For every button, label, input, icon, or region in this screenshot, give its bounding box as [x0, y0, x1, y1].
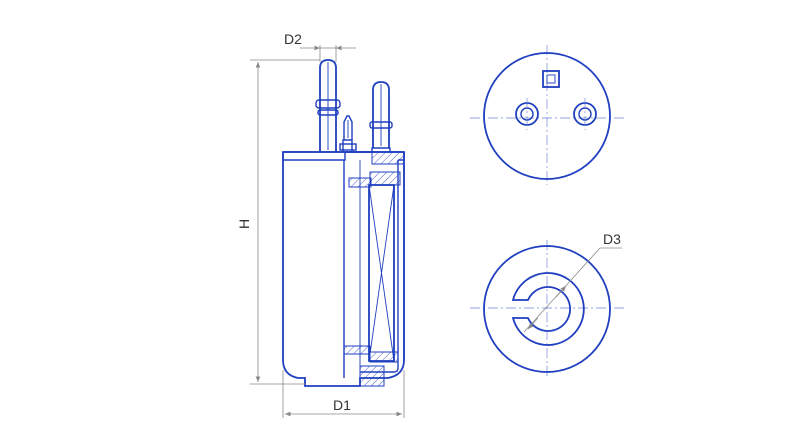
terminal-square: [542, 70, 560, 88]
label-h: H: [236, 219, 252, 229]
dimension-d1: D1: [282, 370, 405, 418]
inlet-pipe: [369, 81, 393, 148]
top-view-outline: [483, 52, 611, 180]
electrical-terminal: [339, 115, 357, 152]
hatch-top-cap: [371, 151, 405, 165]
dimension-h: H: [236, 59, 320, 385]
hatch-bottom-right: [369, 351, 399, 363]
top-view: [470, 45, 625, 185]
c-ring: [511, 272, 585, 346]
side-view: [282, 59, 405, 387]
bottom-view: [470, 240, 625, 378]
label-d3: D3: [603, 231, 621, 247]
outlet-pipe: [315, 59, 341, 152]
hatch-top-left: [348, 177, 372, 188]
hatch-top-right: [369, 171, 401, 186]
hatch-bottom-left: [343, 345, 371, 355]
dimension-d2: D2: [284, 31, 356, 62]
bottom-view-outline: [483, 245, 611, 373]
hatch-bottom-flange: [359, 365, 385, 387]
label-d1: D1: [333, 397, 351, 413]
label-d2: D2: [284, 31, 302, 47]
dimension-d3: D3: [523, 231, 622, 333]
